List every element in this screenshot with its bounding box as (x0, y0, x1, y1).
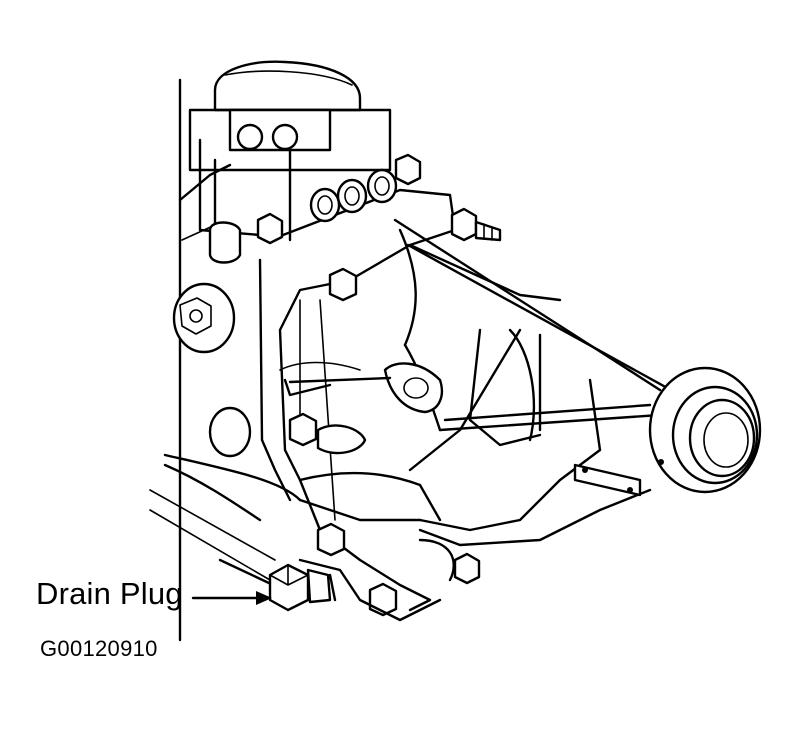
drain-plug (268, 563, 332, 612)
id-pad (573, 463, 642, 497)
top-mount-block (188, 60, 392, 242)
extension-housing (393, 218, 762, 547)
hex-bolts (208, 153, 502, 617)
lever-bracket (288, 362, 444, 414)
drain-plug-label: Drain Plug (36, 576, 183, 611)
figure-code: G00120910 (40, 636, 158, 661)
side-boss (172, 282, 236, 354)
lower-housing (298, 498, 455, 622)
tail-seal-inner (688, 398, 756, 478)
round-plug (208, 406, 252, 458)
bolt-row-top (309, 168, 398, 223)
transmission-housing (149, 78, 307, 642)
drain-plug-leader (191, 591, 272, 605)
